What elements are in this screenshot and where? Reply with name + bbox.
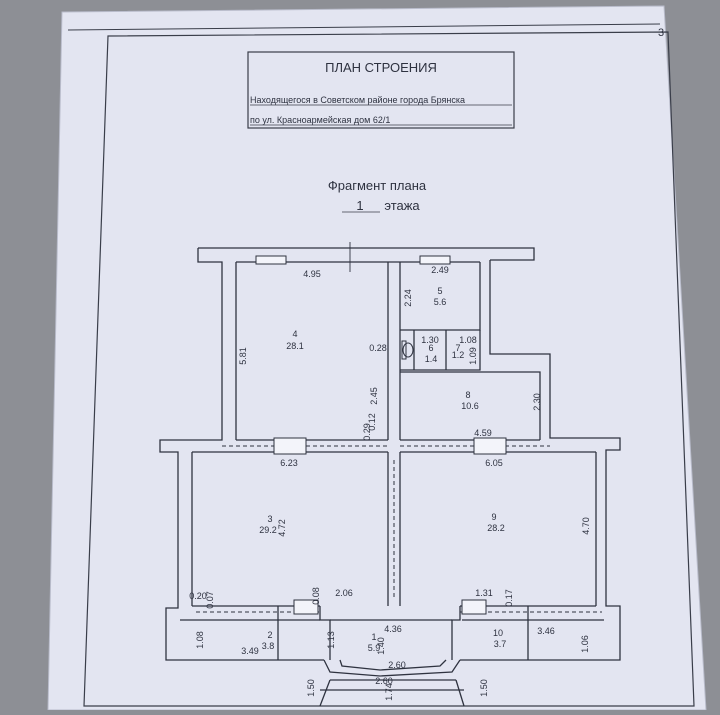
address-line-1: Находящегося в Советском районе города Б… [250, 95, 465, 105]
fragment-label: Фрагмент плана [328, 178, 427, 193]
dim-1-30: 1.30 [421, 335, 439, 345]
dim-0-29: 0.29 [362, 423, 372, 441]
dim-1-31: 1.31 [475, 588, 493, 598]
room-area-4: 28.1 [286, 341, 304, 351]
room-number-3: 3 [267, 514, 272, 524]
room-number-4: 4 [292, 329, 297, 339]
dim-0-08: 0.08 [311, 587, 321, 605]
dim-1-09: 1.09 [468, 347, 478, 365]
dim-4-70: 4.70 [581, 517, 591, 535]
dim-4-72: 4.72 [277, 519, 287, 537]
dim-2-06: 2.06 [335, 588, 353, 598]
room-number-5: 5 [437, 286, 442, 296]
window-blocks [255, 255, 507, 615]
dim-4-59: 4.59 [474, 428, 492, 438]
room-area-6: 1.4 [425, 354, 438, 364]
dim-2-24: 2.24 [403, 289, 413, 307]
room-number-2: 2 [267, 630, 272, 640]
dim-6-23: 6.23 [280, 458, 298, 468]
dim-6-05: 6.05 [485, 458, 503, 468]
top-border-line [67, 23, 661, 31]
dim-4-36: 4.36 [384, 624, 402, 634]
dim-2-60-a: 2.60 [388, 660, 406, 670]
dim-1-13: 1.13 [326, 631, 336, 649]
room-number-1: 1 [371, 632, 376, 642]
room-area-10: 3.7 [494, 639, 507, 649]
walls [159, 247, 621, 707]
room-number-7: 7 [455, 343, 460, 353]
room-number-8: 8 [465, 390, 470, 400]
dim-1-06: 1.06 [580, 635, 590, 653]
dim-1-08-left: 1.08 [195, 631, 205, 649]
toilet-icon [401, 340, 414, 360]
dim-2-60-b: 2.60 [375, 676, 393, 686]
room-number-9: 9 [491, 512, 496, 522]
room-area-1: 5.9 [368, 643, 381, 653]
dim-4-95: 4.95 [303, 269, 321, 279]
dim-2-30: 2.30 [532, 393, 542, 411]
room-labels: 4 28.1 5 5.6 6 1.4 7 1.2 8 10.6 3 29.2 9… [259, 286, 506, 653]
room-number-10: 10 [493, 628, 503, 638]
dim-0-12: 0.12 [367, 413, 377, 431]
dim-1-40: 1.40 [376, 637, 386, 655]
dim-2-45: 2.45 [369, 387, 379, 405]
dim-0-17: 0.17 [504, 589, 514, 607]
room-area-2: 3.8 [262, 641, 275, 651]
page-number: 3 [658, 27, 664, 39]
dimension-labels: 4.95 2.49 2.24 5.81 0.28 1.30 1.08 1.09 … [189, 265, 591, 701]
dim-1-50-left: 1.50 [306, 679, 316, 697]
title-block [247, 51, 515, 129]
plan-title: ПЛАН СТРОЕНИЯ [325, 60, 437, 75]
paper-sheet [47, 5, 707, 711]
dim-1-74: 1.74 [384, 683, 394, 701]
dim-1-50-right: 1.50 [479, 679, 489, 697]
room-area-7: 1.2 [452, 350, 465, 360]
room-area-8: 10.6 [461, 401, 479, 411]
dim-0-20: 0.20 [189, 591, 207, 601]
floor-word: этажа [384, 198, 420, 213]
dim-2-49: 2.49 [431, 265, 449, 275]
room-number-6: 6 [428, 343, 433, 353]
dim-0-07: 0.07 [205, 591, 215, 609]
dim-3-49: 3.49 [241, 646, 259, 656]
address-line-2: по ул. Красноармейская дом 62/1 [250, 115, 390, 125]
dim-5-81: 5.81 [238, 347, 248, 365]
page-frame [83, 31, 695, 707]
dim-0-28: 0.28 [369, 343, 387, 353]
floor-number: 1 [356, 198, 363, 213]
dim-1-08: 1.08 [459, 335, 477, 345]
dim-3-46: 3.46 [537, 626, 555, 636]
room-area-3: 29.2 [259, 525, 277, 535]
room-area-9: 28.2 [487, 523, 505, 533]
room-area-5: 5.6 [434, 297, 447, 307]
